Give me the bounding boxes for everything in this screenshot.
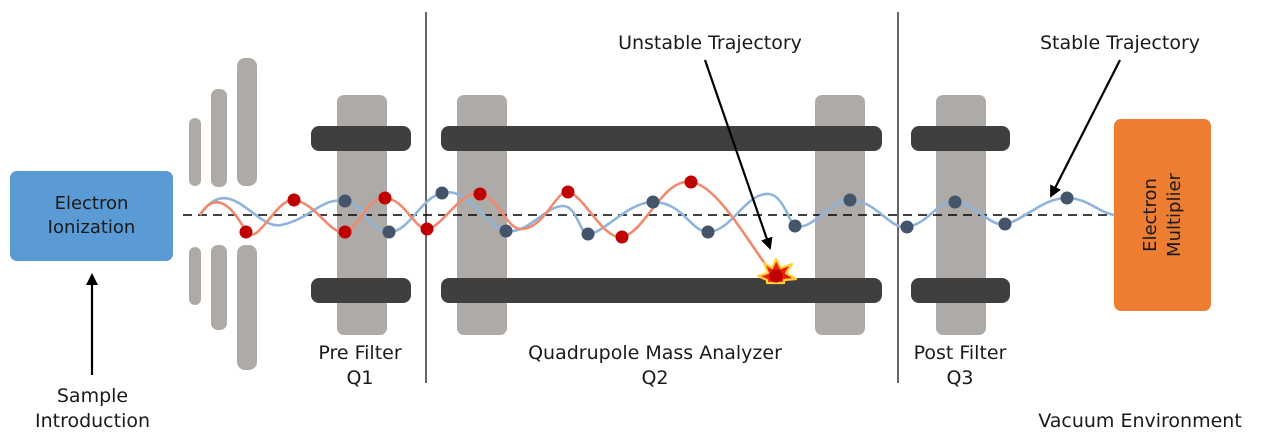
- stable-ion: [900, 220, 914, 234]
- pre-filter-code: Q1: [346, 367, 374, 389]
- sample-introduction-line2: Introduction: [34, 410, 151, 432]
- stable-ion: [382, 225, 396, 239]
- unstable-ion: [287, 193, 301, 207]
- unstable-ion: [420, 222, 434, 236]
- support-q2-right: [815, 95, 865, 335]
- electron-multiplier-box: Electron Multiplier: [1114, 119, 1211, 311]
- unstable-trajectory-path: [198, 180, 777, 279]
- stable-ion: [1060, 191, 1074, 205]
- support-q3: [936, 95, 986, 335]
- electron-ionization-box: Electron Ionization: [10, 171, 173, 261]
- rod-q3-top: [911, 126, 1010, 151]
- electron-multiplier-label: Electron Multiplier: [1139, 173, 1187, 257]
- unstable-ion: [473, 187, 487, 201]
- unstable-trajectory-text: Unstable Trajectory: [618, 32, 802, 54]
- stable-ion: [646, 195, 660, 209]
- unstable-ion: [378, 191, 392, 205]
- stable-ion: [581, 227, 595, 241]
- sample-introduction-label: Sample Introduction: [10, 384, 175, 434]
- stable-ion: [499, 224, 513, 238]
- lens-plate: [237, 245, 257, 370]
- post-filter-label: Post Filter Q3: [890, 341, 1030, 391]
- stable-ion: [701, 225, 715, 239]
- sample-introduction-line1: Sample: [56, 385, 129, 407]
- rod-q1-bottom: [311, 278, 411, 303]
- electron-multiplier-line1: Electron: [1139, 178, 1161, 252]
- mass-analyzer-code: Q2: [641, 367, 669, 389]
- stable-ion: [338, 194, 352, 208]
- unstable-trajectory-label: Unstable Trajectory: [560, 31, 860, 56]
- vacuum-environment-label: Vacuum Environment: [1020, 409, 1260, 434]
- lens-plate: [211, 89, 227, 187]
- stable-ion: [435, 186, 449, 200]
- stable-ion: [843, 193, 857, 207]
- lens-plate: [211, 245, 227, 330]
- lens-plate: [189, 118, 201, 186]
- stable-trajectory-label: Stable Trajectory: [1010, 31, 1230, 56]
- vacuum-environment-text: Vacuum Environment: [1038, 410, 1242, 432]
- post-filter-code: Q3: [946, 367, 974, 389]
- unstable-ion: [769, 269, 783, 283]
- unstable-ion: [239, 225, 253, 239]
- electron-ionization-line2: Ionization: [47, 217, 136, 238]
- stable-trajectory-text: Stable Trajectory: [1039, 32, 1201, 54]
- stable-ion: [948, 195, 962, 209]
- unstable-ion: [338, 225, 352, 239]
- unstable-ion: [615, 230, 629, 244]
- lens-plate: [237, 58, 257, 186]
- pre-filter-label: Pre Filter Q1: [290, 341, 430, 391]
- electron-ionization-label: Electron Ionization: [10, 192, 173, 240]
- unstable-ion: [561, 185, 575, 199]
- stable-ion: [788, 219, 802, 233]
- unstable-ion: [684, 175, 698, 189]
- lens-plate: [189, 247, 201, 305]
- quadrupole-rods: [311, 126, 1010, 303]
- post-filter-name: Post Filter: [913, 342, 1007, 364]
- stable-ion: [998, 217, 1012, 231]
- stable-trajectory-arrow: [1050, 59, 1121, 198]
- mass-analyzer-label: Quadrupole Mass Analyzer Q2: [475, 341, 835, 391]
- unstable-trajectory-arrow: [703, 59, 773, 250]
- mass-analyzer-name: Quadrupole Mass Analyzer: [528, 342, 782, 364]
- stable-ions: [338, 186, 1074, 241]
- ion-lens-stack: [189, 58, 257, 370]
- unstable-ions: [239, 175, 783, 283]
- pre-filter-name: Pre Filter: [318, 342, 402, 364]
- rod-q2-bottom: [441, 278, 882, 303]
- electron-multiplier-line2: Multiplier: [1163, 173, 1185, 257]
- rod-q2-top: [441, 126, 882, 151]
- rod-q3-bottom: [911, 278, 1010, 303]
- rod-q1-top: [311, 126, 411, 151]
- electron-ionization-line1: Electron: [54, 193, 129, 214]
